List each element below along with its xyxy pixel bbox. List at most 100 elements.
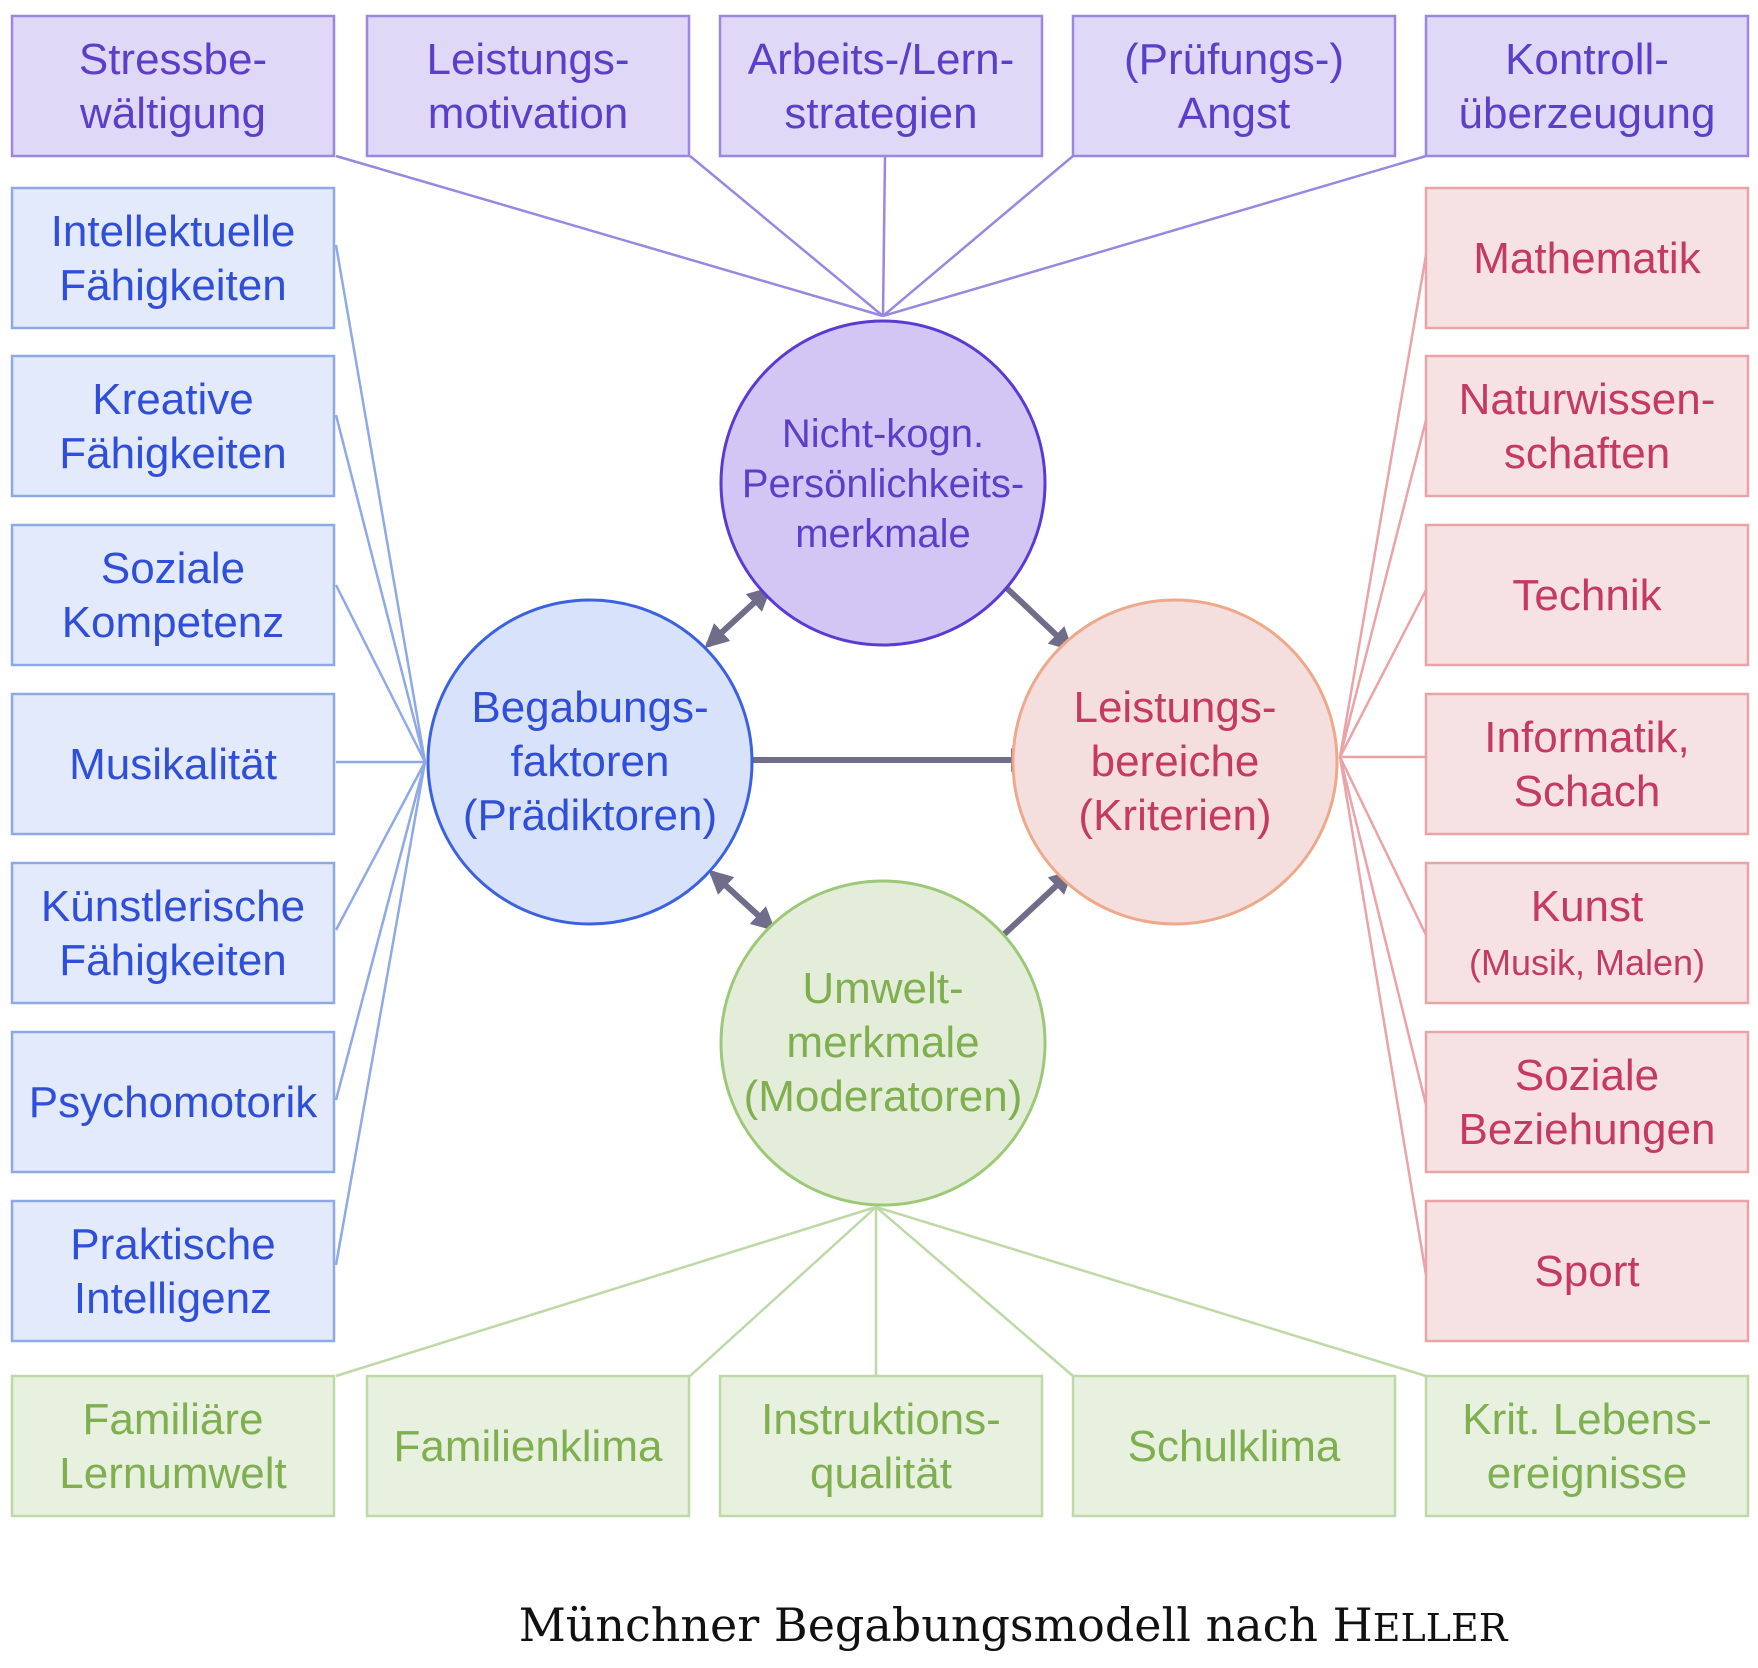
personality-trait-box-3-line-0: (Prüfungs-) — [1124, 35, 1344, 84]
performance-area-box-2: Technik — [1424, 523, 1750, 667]
talent-circle: Begabungs-faktoren (Prädiktoren) — [426, 598, 754, 926]
talent-factor-box-3-line-0: Musikalität — [69, 740, 277, 789]
performance-circle-line-2: (Kriterien) — [1078, 791, 1271, 840]
performance-area-box-3-line-0: Informatik, — [1484, 713, 1689, 762]
performance-area-box-1-line-1: schaften — [1504, 429, 1670, 478]
talent-circle-line-1: faktoren — [511, 737, 670, 786]
diagram-caption: Münchner Begabungsmodell nach HELLER — [519, 1598, 1509, 1652]
talent-factor-box-1-line-0: Kreative — [92, 375, 253, 424]
environment-box-4: Krit. Lebens-ereignisse — [1424, 1374, 1750, 1518]
connector-line-right-0 — [1338, 254, 1428, 758]
connector-line-left-1 — [334, 414, 427, 763]
connector-line-right-1 — [1338, 419, 1428, 758]
personality-trait-box-2-line-1: strategien — [784, 89, 977, 138]
talent-factor-box-2-line-1: Kompetenz — [62, 598, 285, 647]
environment-box-4-line-0: Krit. Lebens- — [1462, 1395, 1711, 1444]
performance-area-box-5-line-0: Soziale — [1515, 1051, 1659, 1100]
talent-circle-line-2: (Prädiktoren) — [463, 791, 717, 840]
talent-factor-box-4-line-1: Fähigkeiten — [59, 936, 286, 985]
personality-trait-box-0: Stressbe-wältigung — [10, 14, 336, 158]
performance-area-box-1: Naturwissen-schaften — [1424, 354, 1750, 498]
connector-line-bottom-0 — [335, 1205, 877, 1378]
connector-line-top-4 — [882, 154, 1427, 318]
performance-circle-line-1: bereiche — [1091, 737, 1260, 786]
personality-trait-box-3-line-1: Angst — [1178, 89, 1291, 138]
caption-main: Münchner Begabungsmodell nach H — [519, 1598, 1373, 1652]
connector-line-bottom-4 — [875, 1205, 1427, 1378]
talent-factor-box-1-line-1: Fähigkeiten — [59, 429, 286, 478]
environment-circle-line-1: merkmale — [786, 1018, 979, 1067]
performance-area-box-3-line-1: Schach — [1514, 767, 1661, 816]
performance-area-box-2-line-0: Technik — [1512, 571, 1662, 620]
personality-trait-box-1-line-1: motivation — [428, 89, 629, 138]
core-circles-group: Nicht-kogn.Persönlichkeits-merkmaleBegab… — [426, 319, 1339, 1207]
connector-line-left-0 — [334, 244, 427, 763]
connector-line-top-1 — [689, 155, 884, 317]
performance-area-box-6: Sport — [1424, 1199, 1750, 1343]
talent-factor-box-2-line-0: Soziale — [101, 544, 245, 593]
personality-trait-box-3: (Prüfungs-) Angst — [1071, 14, 1397, 158]
personality-trait-box-0-line-1: wältigung — [79, 89, 266, 138]
connector-line-top-0 — [335, 154, 884, 318]
environment-box-3-line-0: Schulklima — [1128, 1422, 1341, 1471]
talent-factors-group: IntellektuelleFähigkeitenKreativeFähigke… — [10, 186, 336, 1343]
performance-area-box-6-line-0: Sport — [1534, 1247, 1639, 1296]
performance-circle-line-0: Leistungs- — [1073, 683, 1276, 732]
connector-line-top-3 — [882, 155, 1074, 317]
environment-box-0-line-0: Familiäre — [83, 1395, 264, 1444]
personality-trait-box-1-line-0: Leistungs- — [426, 35, 629, 84]
talent-factor-box-0-line-0: Intellektuelle — [51, 207, 296, 256]
environment-box-1-line-0: Familienklima — [394, 1422, 663, 1471]
personality-trait-box-2: Arbeits-/Lern-strategien — [718, 14, 1044, 158]
environment-box-4-line-1: ereignisse — [1487, 1449, 1688, 1498]
environment-box-1: Familienklima — [365, 1374, 691, 1518]
connector-line-bottom-3 — [875, 1206, 1074, 1377]
talent-circle-line-0: Begabungs- — [471, 683, 708, 732]
personality-trait-box-0-line-0: Stressbe- — [79, 35, 267, 84]
environment-box-2: Instruktions-qualität — [718, 1374, 1044, 1518]
performance-area-box-4-line-0: Kunst — [1531, 882, 1644, 931]
environment-box-2-line-1: qualität — [810, 1449, 952, 1498]
personality-trait-box-4-line-0: Kontroll- — [1505, 35, 1669, 84]
talent-factor-box-6-line-0: Praktische — [70, 1220, 275, 1269]
arrow-talent-environment — [708, 869, 776, 932]
talent-factor-box-3: Musikalität — [10, 692, 336, 836]
environment-circle-line-0: Umwelt- — [802, 964, 963, 1013]
relation-arrows — [704, 574, 1074, 943]
talent-factor-box-6-line-1: Intelligenz — [74, 1274, 272, 1323]
connector-line-bottom-1 — [689, 1206, 877, 1377]
talent-factor-box-5-line-0: Psychomotorik — [29, 1078, 319, 1127]
talent-factor-box-5: Psychomotorik — [10, 1030, 336, 1174]
arrow-talent-noncognitive — [704, 586, 772, 649]
performance-area-box-0-line-0: Mathematik — [1473, 234, 1701, 283]
environment-circle-line-2: (Moderatoren) — [744, 1072, 1023, 1121]
environment-box-0-line-1: Lernumwelt — [59, 1449, 286, 1498]
connector-line-left-4 — [334, 761, 427, 931]
performance-area-box-1-line-0: Naturwissen- — [1459, 375, 1716, 424]
noncognitive-circle-line-1: Persönlichkeits- — [742, 462, 1024, 506]
connector-line-right-5 — [1338, 756, 1428, 1106]
performance-area-box-0: Mathematik — [1424, 186, 1750, 330]
noncognitive-circle: Nicht-kogn.Persönlichkeits-merkmale — [719, 319, 1047, 647]
talent-factor-box-0-line-1: Fähigkeiten — [59, 261, 286, 310]
performance-areas-group: MathematikNaturwissen-schaftenTechnikInf… — [1424, 186, 1750, 1343]
connector-line-right-2 — [1338, 589, 1428, 758]
performance-area-box-5-line-1: Beziehungen — [1459, 1105, 1716, 1154]
caption-small-caps: ELLER — [1373, 1606, 1509, 1650]
personality-trait-box-4: Kontroll-überzeugung — [1424, 14, 1750, 158]
personality-trait-box-2-line-0: Arbeits-/Lern- — [748, 35, 1015, 84]
connector-lines — [334, 154, 1428, 1378]
personality-traits-group: Stressbe-wältigung Leistungs-motivation Ar… — [10, 14, 1750, 158]
connector-line-right-6 — [1338, 756, 1428, 1276]
connector-line-right-4 — [1338, 756, 1428, 936]
connector-line-top-2 — [881, 155, 887, 317]
arrow-environment-performance — [995, 869, 1074, 943]
talent-factor-box-4-line-0: Künstlerische — [41, 882, 305, 931]
